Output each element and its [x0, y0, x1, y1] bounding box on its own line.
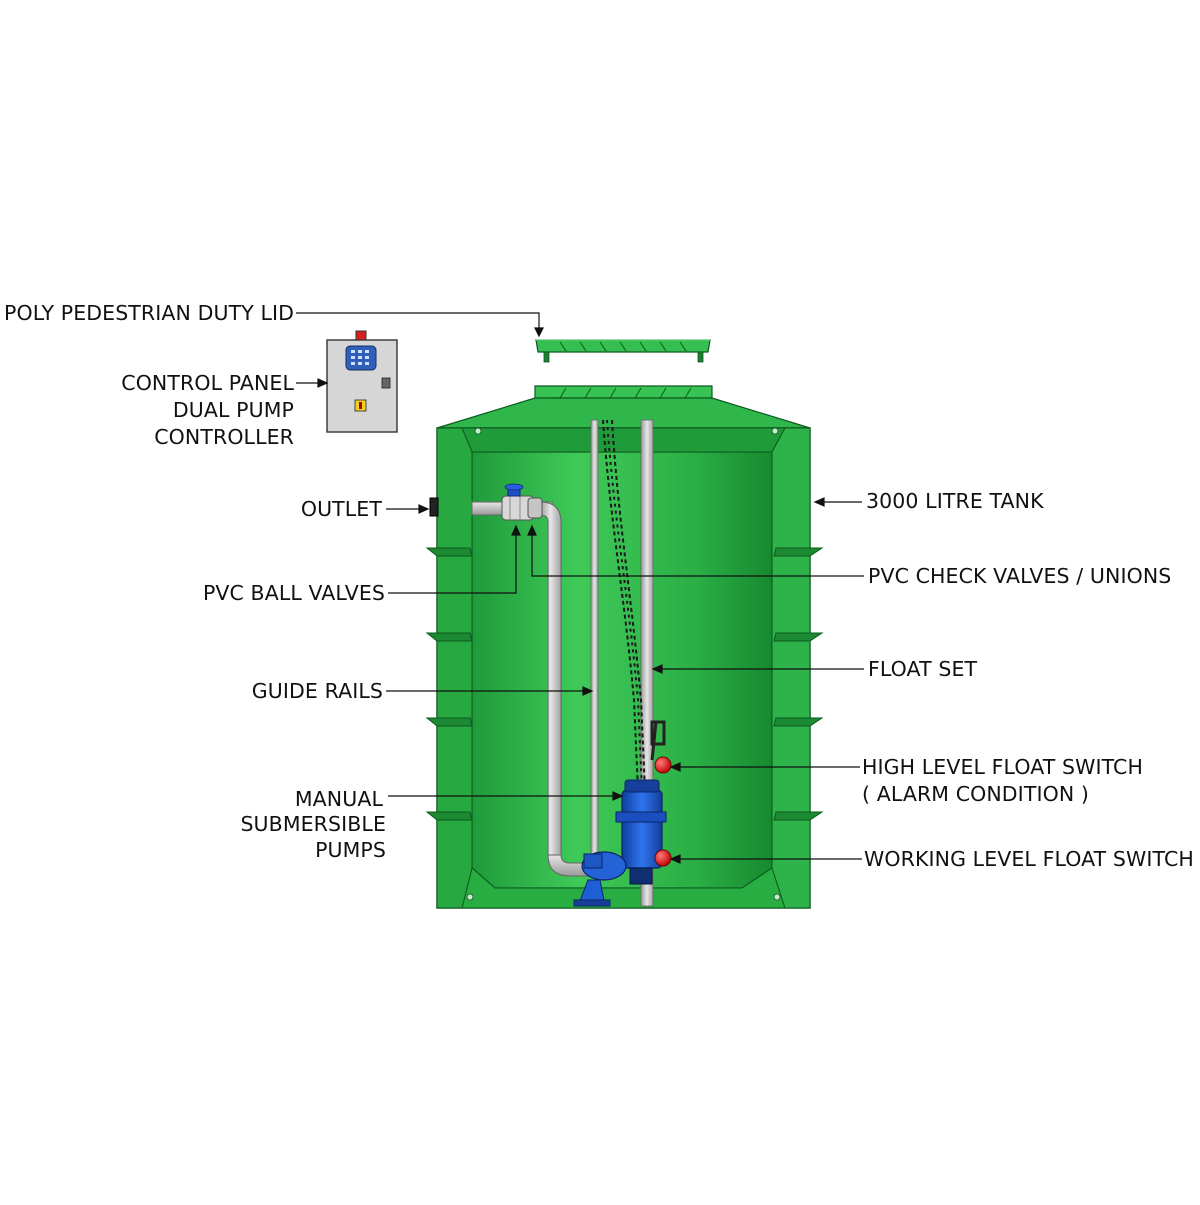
label-working-float: WORKING LEVEL FLOAT SWITCH	[864, 847, 1194, 871]
label-control-panel-line3: CONTROLLER	[154, 425, 294, 449]
leader-lines	[296, 312, 864, 864]
label-high-float-line1: HIGH LEVEL FLOAT SWITCH	[862, 755, 1143, 779]
tank-body	[425, 385, 824, 909]
label-check-valves: PVC CHECK VALVES / UNIONS	[868, 564, 1172, 588]
label-float-set: FLOAT SET	[868, 657, 978, 681]
poly-lid	[535, 339, 711, 363]
label-pumps-line2: SUBMERSIBLE	[240, 812, 386, 836]
label-outlet: OUTLET	[300, 497, 382, 521]
label-control-panel-line2: DUAL PUMP	[172, 398, 294, 422]
label-ball-valves: PVC BALL VALVES	[202, 581, 385, 605]
label-guide-rails: GUIDE RAILS	[251, 679, 383, 703]
label-control-panel-line1: CONTROL PANEL	[121, 371, 294, 395]
float-chain	[602, 419, 658, 791]
label-lid: POLY PEDESTRIAN DUTY LID	[4, 301, 294, 325]
label-pumps-line3: PUMPS	[315, 838, 386, 862]
float-switches	[654, 756, 672, 867]
label-high-float-line2: ( ALARM CONDITION )	[862, 782, 1089, 806]
label-tank: 3000 LITRE TANK	[866, 489, 1044, 513]
submersible-pump	[573, 720, 667, 907]
label-pumps-line1: MANUAL	[294, 787, 383, 811]
control-panel-box	[326, 330, 398, 433]
